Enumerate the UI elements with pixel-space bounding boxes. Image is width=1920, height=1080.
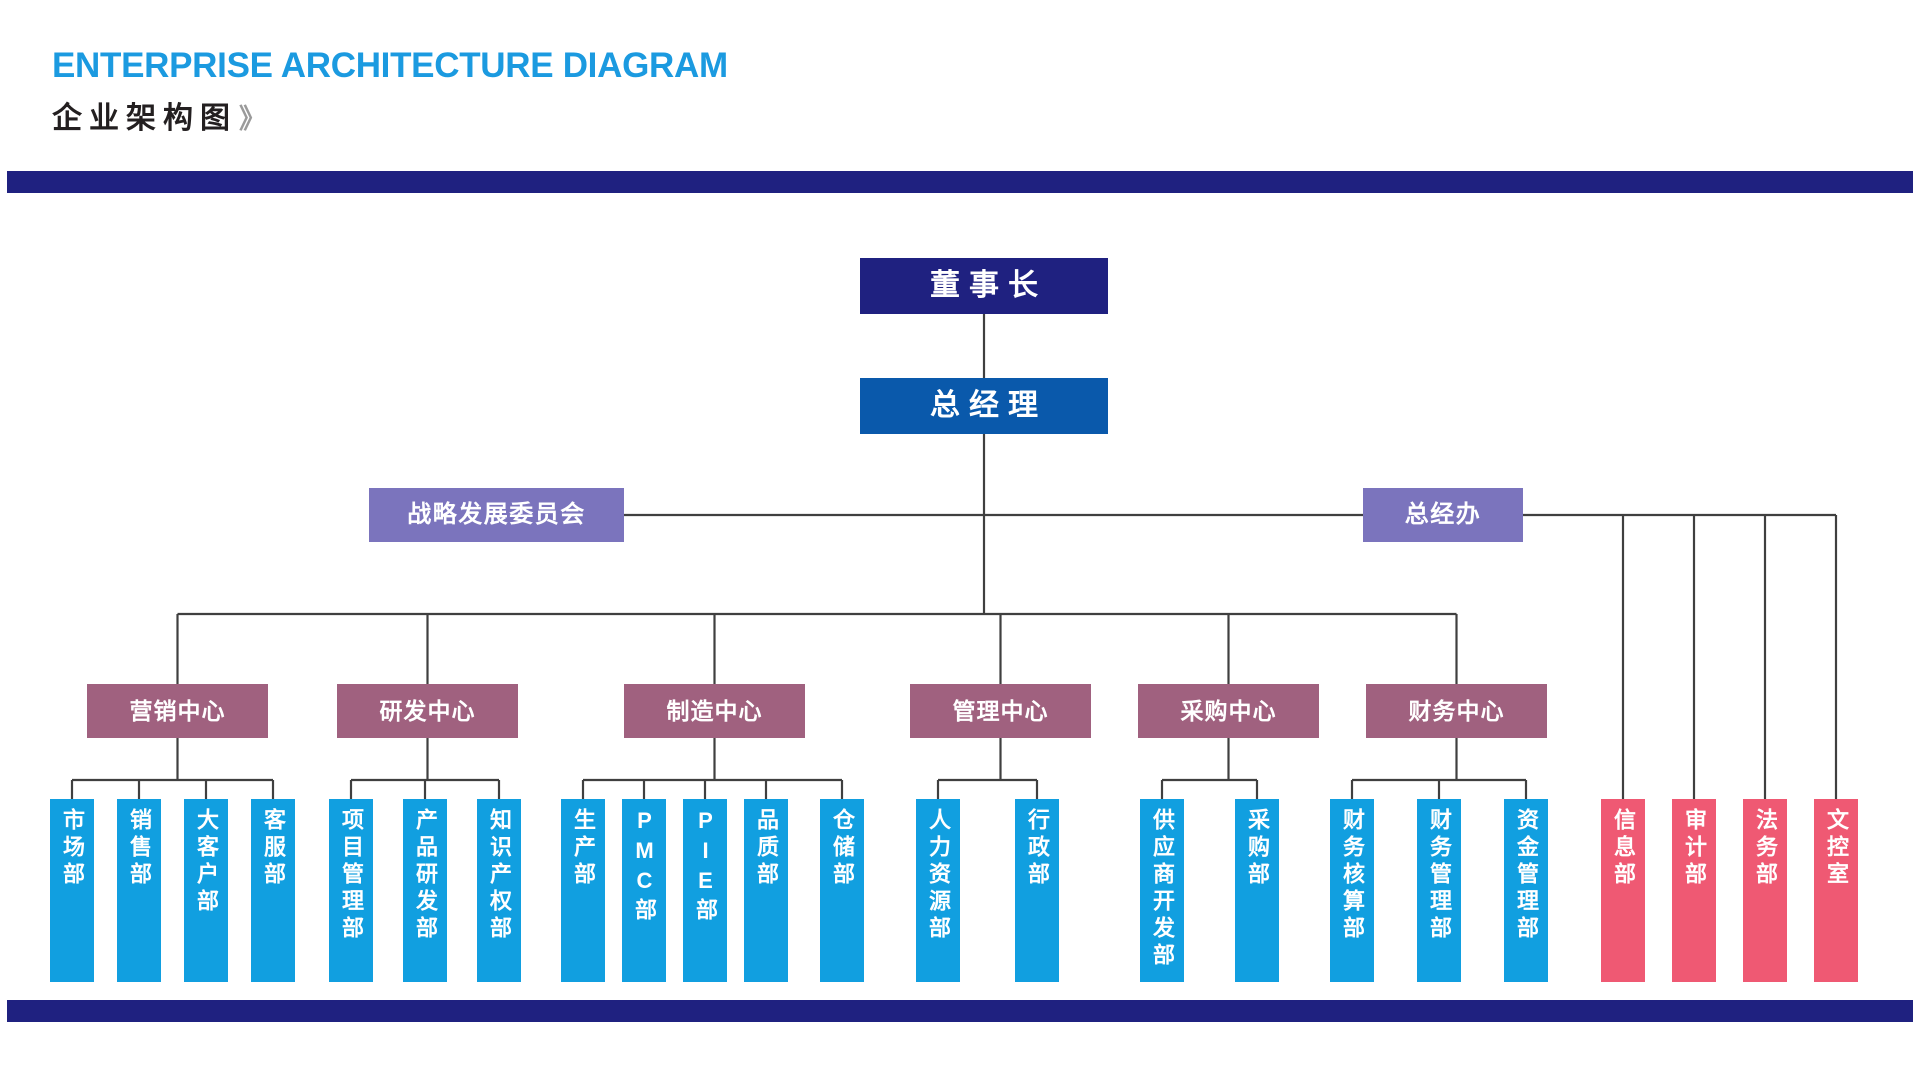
node-label: PMC部: [632, 808, 657, 925]
node-label: 资金管理部: [1514, 808, 1539, 943]
node-warehouse-dept[interactable]: 仓储部: [820, 799, 864, 982]
node-label: 行政部: [1025, 808, 1050, 889]
node-purchasing-dept[interactable]: 采购部: [1235, 799, 1279, 982]
node-label: 信息部: [1611, 808, 1636, 889]
node-strategy-committee[interactable]: 战略发展委员会: [369, 488, 624, 542]
node-quality-dept[interactable]: 品质部: [744, 799, 788, 982]
node-ip-dept[interactable]: 知识产权部: [477, 799, 521, 982]
node-label: 文控室: [1824, 808, 1849, 889]
node-label: 法务部: [1753, 808, 1778, 889]
node-pie-dept[interactable]: PIE部: [683, 799, 727, 982]
node-label: 制造中心: [666, 697, 763, 724]
node-label: 战略发展委员会: [407, 501, 586, 529]
node-audit-dept[interactable]: 审计部: [1672, 799, 1716, 982]
node-label: 销售部: [127, 808, 152, 889]
page-title-cn: 企业架构图: [52, 102, 237, 135]
node-hr-dept[interactable]: 人力资源部: [916, 799, 960, 982]
node-label: 营销中心: [129, 697, 226, 724]
node-label: 客服部: [261, 808, 286, 889]
node-label: 采购中心: [1180, 697, 1277, 724]
node-label: 供应商开发部: [1150, 808, 1175, 970]
node-label: 董事长: [930, 268, 1047, 302]
node-label: 财务中心: [1408, 697, 1505, 724]
node-it-dept[interactable]: 信息部: [1601, 799, 1645, 982]
node-procurement-center[interactable]: 采购中心: [1138, 684, 1319, 738]
node-label: 研发中心: [379, 697, 476, 724]
node-chairman[interactable]: 董事长: [860, 258, 1108, 314]
node-label: 管理中心: [952, 697, 1049, 724]
page-title-en: ENTERPRISE ARCHITECTURE DIAGRAM: [52, 46, 728, 85]
node-rnd-center[interactable]: 研发中心: [337, 684, 518, 738]
node-customer-service-dept[interactable]: 客服部: [251, 799, 295, 982]
node-general-manager[interactable]: 总经理: [860, 378, 1108, 434]
node-label: 市场部: [60, 808, 85, 889]
node-treasury-dept[interactable]: 资金管理部: [1504, 799, 1548, 982]
node-manufacturing-center[interactable]: 制造中心: [624, 684, 805, 738]
node-project-mgmt-dept[interactable]: 项目管理部: [329, 799, 373, 982]
node-gm-office[interactable]: 总经办: [1363, 488, 1523, 542]
node-marketing-center[interactable]: 营销中心: [87, 684, 268, 738]
node-financial-mgmt-dept[interactable]: 财务管理部: [1417, 799, 1461, 982]
node-production-dept[interactable]: 生产部: [561, 799, 605, 982]
node-label: 生产部: [571, 808, 596, 889]
node-label: 品质部: [754, 808, 779, 889]
node-label: 仓储部: [830, 808, 855, 889]
node-label: PIE部: [693, 808, 718, 925]
page-title-cn-group: 企业架构图 》: [52, 93, 266, 137]
node-pmc-dept[interactable]: PMC部: [622, 799, 666, 982]
node-label: 总经办: [1404, 501, 1482, 529]
node-label: 知识产权部: [487, 808, 512, 943]
node-label: 人力资源部: [926, 808, 951, 943]
node-sales-dept[interactable]: 销售部: [117, 799, 161, 982]
node-finance-center[interactable]: 财务中心: [1366, 684, 1547, 738]
node-market-dept[interactable]: 市场部: [50, 799, 94, 982]
node-label: 总经理: [930, 388, 1047, 422]
node-label: 财务管理部: [1427, 808, 1452, 943]
node-label: 审计部: [1682, 808, 1707, 889]
node-doc-control-office[interactable]: 文控室: [1814, 799, 1858, 982]
node-admin-dept[interactable]: 行政部: [1015, 799, 1059, 982]
node-supplier-dev-dept[interactable]: 供应商开发部: [1140, 799, 1184, 982]
node-accounting-dept[interactable]: 财务核算部: [1330, 799, 1374, 982]
footer-rule-bar: [7, 1000, 1913, 1022]
node-product-rnd-dept[interactable]: 产品研发部: [403, 799, 447, 982]
node-label: 采购部: [1245, 808, 1270, 889]
node-label: 财务核算部: [1340, 808, 1365, 943]
node-label: 项目管理部: [339, 808, 364, 943]
node-key-account-dept[interactable]: 大客户部: [184, 799, 228, 982]
node-label: 产品研发部: [413, 808, 438, 943]
node-label: 大客户部: [194, 808, 219, 916]
node-legal-dept[interactable]: 法务部: [1743, 799, 1787, 982]
header-rule-bar: [7, 171, 1913, 193]
node-management-center[interactable]: 管理中心: [910, 684, 1091, 738]
double-chevron-icon: 》: [239, 104, 266, 134]
